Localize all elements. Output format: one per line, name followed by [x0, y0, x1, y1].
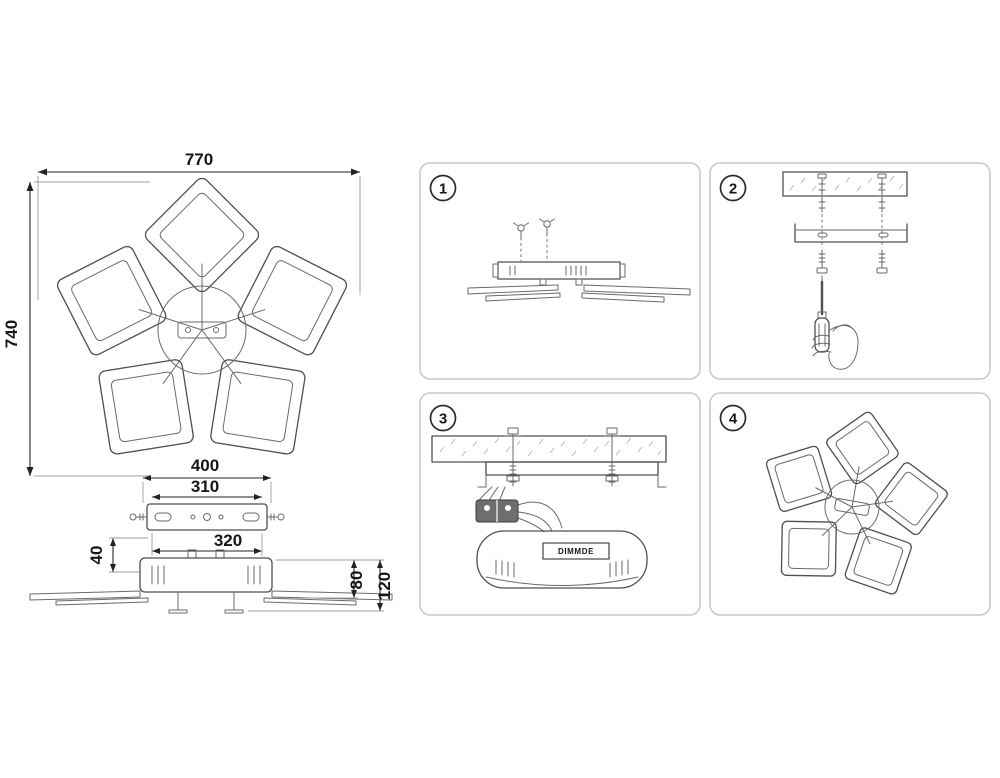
panel-border: [709, 162, 991, 380]
fixture-center-ring: [824, 479, 880, 535]
fixture-arms-side: [467, 278, 691, 303]
step-number: 2: [729, 181, 737, 198]
step-badge-4: 4: [719, 404, 747, 432]
fixture-petal: [237, 245, 348, 356]
dimension-310: 310: [152, 477, 262, 500]
fixture-petal: [56, 245, 167, 356]
step-3-illustration: DIMMDE: [431, 427, 667, 589]
dimension-320-label: 320: [214, 531, 242, 550]
fixture-petal: [826, 411, 899, 485]
dimension-40: 40: [87, 537, 148, 573]
step-2-illustration: [782, 171, 908, 370]
dimmer-label-box: [542, 542, 610, 560]
dimension-120: 120: [248, 560, 394, 612]
side-screw-icon: [266, 513, 285, 521]
fixture-petal: [765, 445, 833, 512]
step-badge-2: 2: [719, 174, 747, 202]
dimension-40-label: 40: [87, 546, 106, 565]
screw-icon: [513, 222, 529, 241]
dimension-120-label: 120: [375, 572, 394, 600]
fixture-center-plate: [834, 498, 870, 516]
step-4-illustration: [765, 411, 948, 595]
step-badge-3: 3: [429, 404, 457, 432]
panel-border: [709, 392, 991, 616]
dimension-320: 320: [151, 531, 263, 556]
ceiling-strip: [782, 171, 908, 197]
panel-border: [419, 162, 701, 380]
dimension-310-label: 310: [191, 477, 219, 496]
top-view-drawing: 770 740: [2, 150, 361, 477]
step-panel-4: 4: [709, 392, 991, 616]
fixture-center-plate: [177, 321, 227, 339]
fixture-petal: [144, 177, 260, 293]
fixture-petal: [98, 359, 194, 455]
dimension-740: 740: [2, 181, 150, 477]
screw-icon: [876, 249, 888, 274]
fixture-arms: [138, 263, 266, 384]
step-1-illustration: [467, 218, 691, 303]
dimension-770: 770: [37, 150, 361, 300]
assembled-fixture: [765, 411, 948, 595]
fixture-center-ring: [157, 285, 247, 375]
hanger-bolt: [603, 427, 621, 487]
dimension-80-label: 80: [347, 571, 366, 590]
mounting-bar: [492, 261, 626, 280]
hand-icon: [811, 324, 859, 370]
panel-border: [419, 392, 701, 616]
fixture-petal: [780, 520, 837, 577]
step-panel-1: 1: [419, 162, 701, 380]
dimension-80: 80: [276, 559, 384, 599]
dimension-740-label: 740: [2, 320, 21, 348]
anchor-bolt: [817, 173, 827, 213]
fixture-top-view: [56, 177, 348, 455]
step-panel-3: 3: [419, 392, 701, 616]
mounting-drawings: 400 310: [29, 456, 394, 614]
fixture-petal: [844, 527, 912, 595]
dimension-400-label: 400: [191, 456, 219, 475]
side-screw-icon: [129, 513, 148, 521]
mounting-bracket-top-view: [129, 503, 285, 531]
dimension-400: 400: [142, 456, 272, 503]
step-panel-2: 2: [709, 162, 991, 380]
terminal-block: [475, 499, 519, 523]
fixture-side-view: [29, 549, 393, 614]
step-number: 3: [439, 411, 447, 428]
fixture-petal: [874, 462, 948, 536]
dimension-770-label: 770: [185, 150, 213, 169]
mounting-bracket-side: [477, 461, 667, 488]
screw-icon: [539, 218, 555, 237]
anchor-bolt: [877, 173, 887, 213]
fixture-petal: [210, 359, 306, 455]
canopy: DIMMDE: [476, 530, 648, 589]
screw-icon: [816, 249, 828, 274]
step-badge-1: 1: [429, 174, 457, 202]
dimmer-label: DIMMDE: [558, 547, 594, 556]
hanger-bolt: [504, 427, 522, 487]
step-number: 1: [439, 181, 447, 198]
step-number: 4: [729, 411, 738, 428]
